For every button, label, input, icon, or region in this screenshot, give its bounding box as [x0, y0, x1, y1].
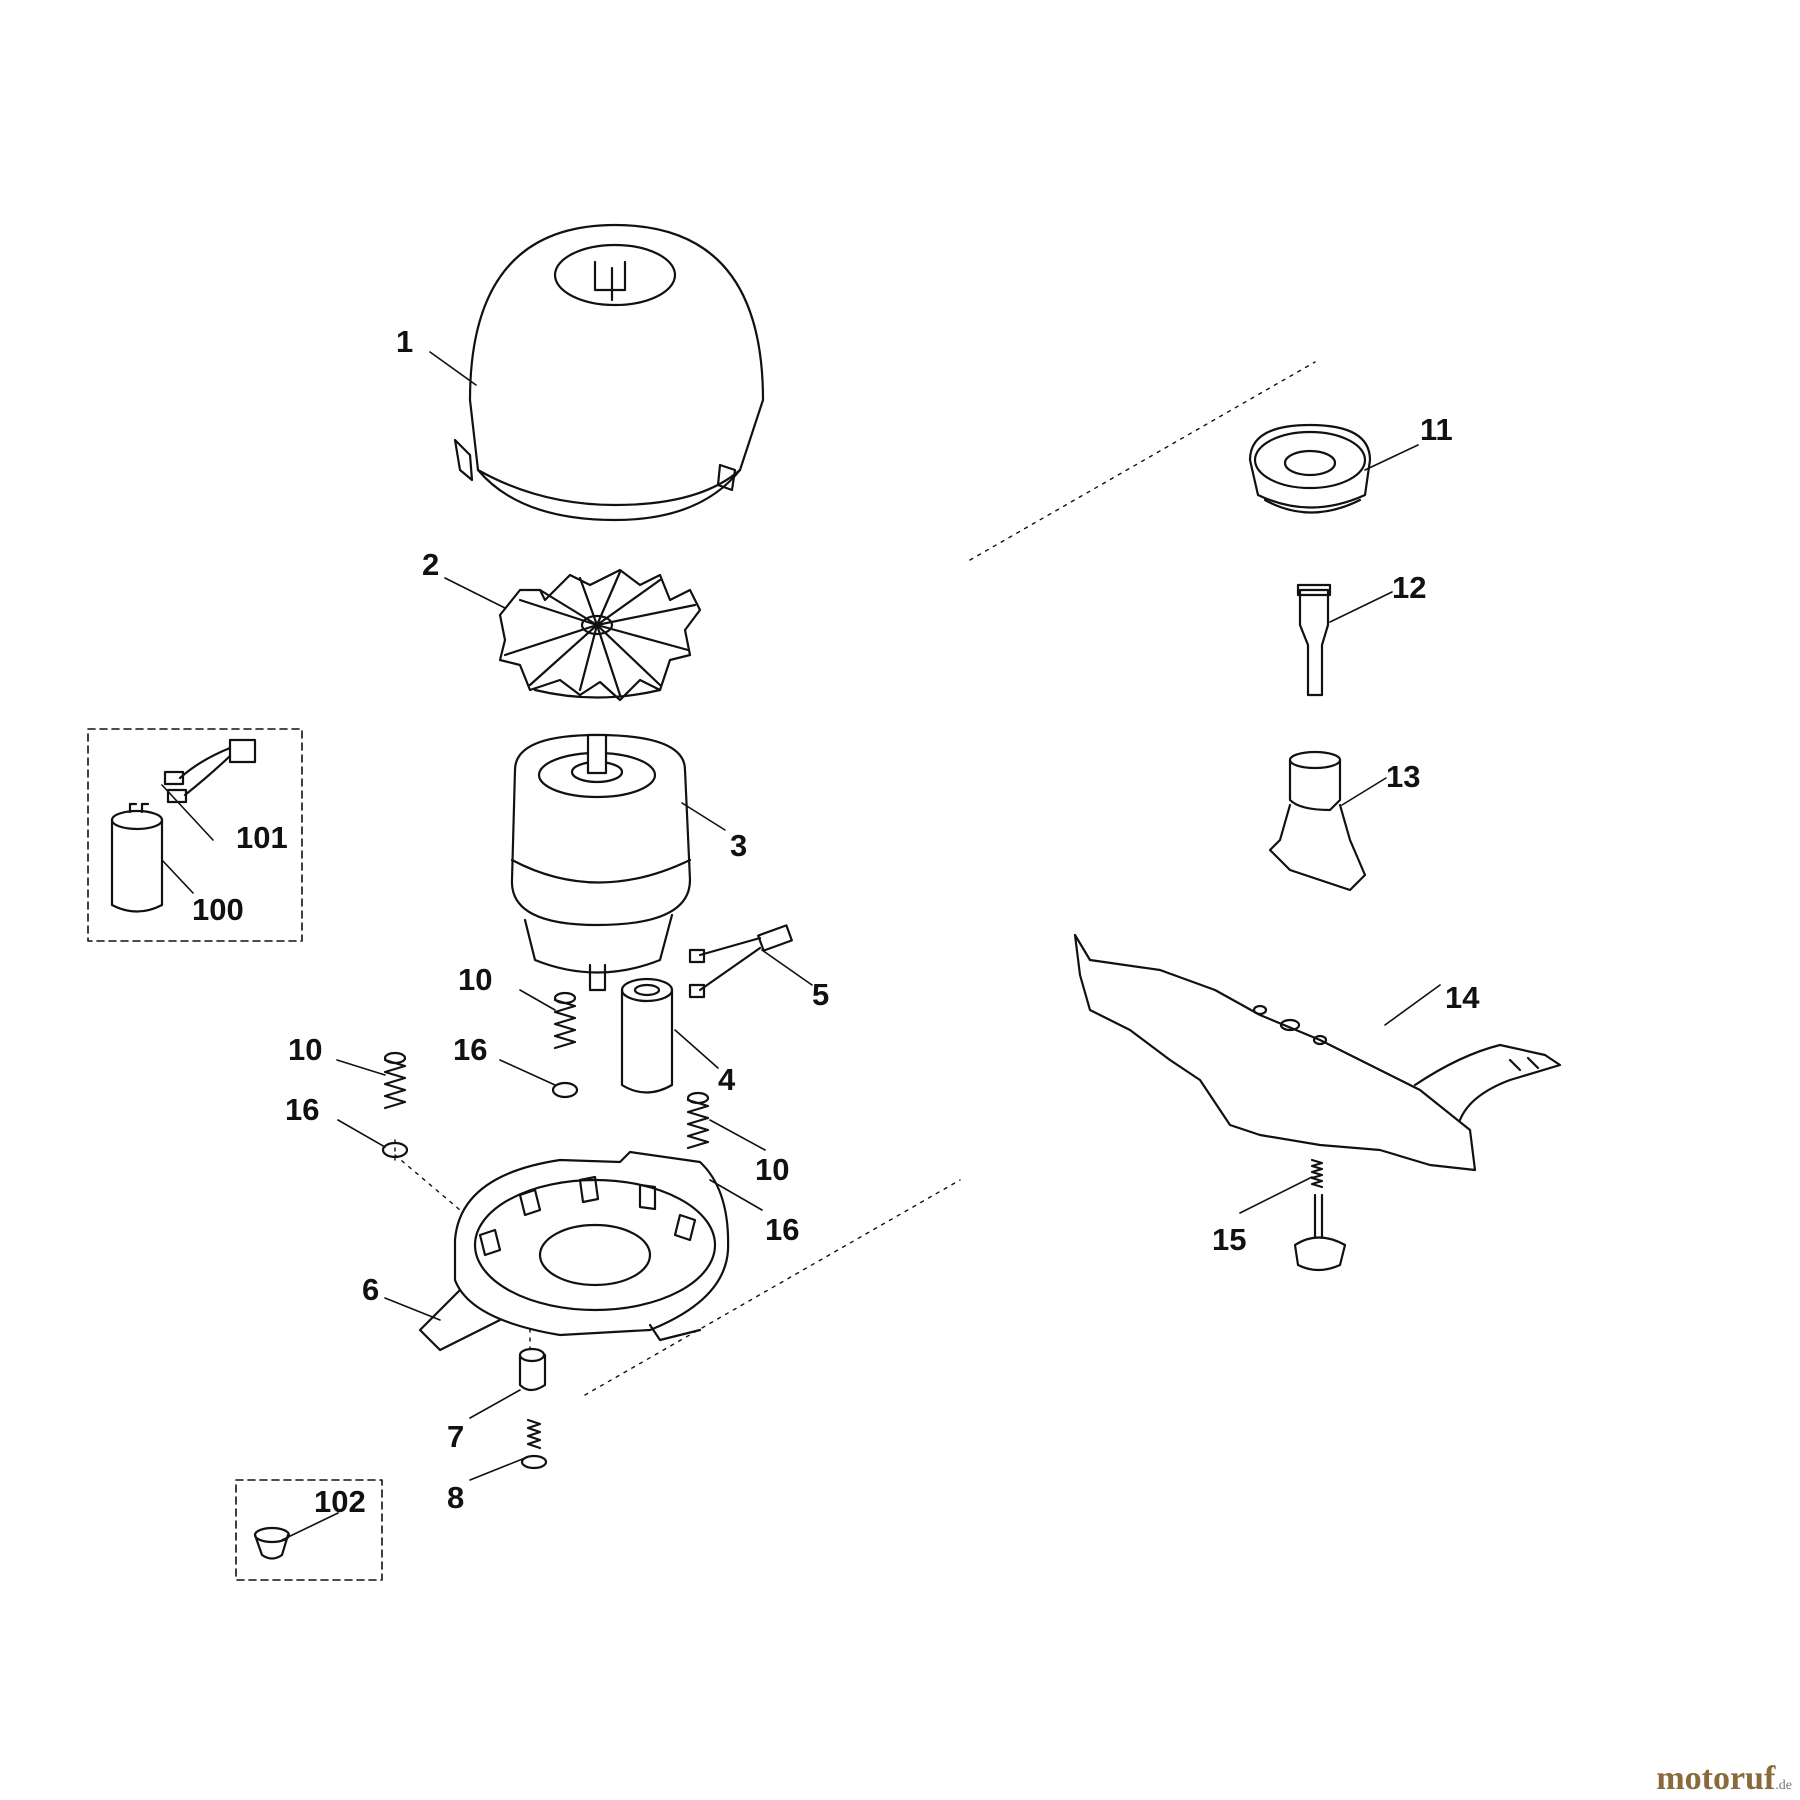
kit-box-capacitor — [87, 728, 303, 942]
part-10-spring-b — [383, 1051, 407, 1110]
label-13: 13 — [1386, 759, 1420, 794]
part-12-shaft-pin — [1296, 583, 1332, 697]
part-8-screw — [520, 1418, 548, 1470]
part-101-wire-connector — [163, 738, 257, 804]
part-100-capacitor — [110, 802, 164, 913]
label-7: 7 — [447, 1419, 464, 1454]
label-6: 6 — [362, 1272, 379, 1307]
watermark-brand: motoruf — [1656, 1760, 1776, 1797]
label-8: 8 — [447, 1480, 464, 1515]
label-4: 4 — [718, 1062, 736, 1097]
label-101: 101 — [236, 820, 288, 855]
watermark-logo: motoruf.de — [1656, 1760, 1792, 1798]
part-labels: 1 2 3 4 5 6 7 8 10 10 10 16 16 16 11 12 … — [192, 324, 1480, 1519]
label-10-b: 10 — [288, 1032, 322, 1067]
label-3: 3 — [730, 828, 747, 863]
label-16-b: 16 — [285, 1092, 319, 1127]
label-102: 102 — [314, 1484, 366, 1519]
part-10-spring-a — [553, 991, 577, 1050]
label-16-a: 16 — [453, 1032, 487, 1067]
part-13-blade-adapter — [1268, 750, 1367, 892]
label-15: 15 — [1212, 1222, 1246, 1257]
part-11-hub — [1248, 423, 1372, 514]
part-4-capacitor — [620, 977, 674, 1094]
part-16-washer-a — [551, 1081, 579, 1099]
part-16-washer-b — [381, 1141, 409, 1159]
label-5: 5 — [812, 977, 829, 1012]
label-12: 12 — [1392, 570, 1426, 605]
part-10-spring-c — [686, 1091, 710, 1150]
leader-lines — [161, 351, 1441, 1541]
part-14-blade — [1073, 933, 1562, 1172]
label-11: 11 — [1420, 412, 1453, 447]
kit-box-plug — [235, 1479, 383, 1581]
label-100: 100 — [192, 892, 244, 927]
label-16-c: 16 — [765, 1212, 799, 1247]
label-10-c: 10 — [755, 1152, 789, 1187]
part-1-motor-cover — [453, 223, 765, 522]
label-1: 1 — [396, 324, 413, 359]
watermark-suffix: .de — [1775, 1778, 1792, 1793]
label-10-a: 10 — [458, 962, 492, 997]
part-3-motor — [510, 733, 692, 992]
part-7-bushing — [518, 1347, 547, 1392]
label-2: 2 — [422, 547, 439, 582]
part-6-mount-plate — [418, 1150, 730, 1352]
part-102-plug — [253, 1526, 291, 1560]
part-15-blade-bolt — [1293, 1158, 1347, 1272]
part-2-cooling-fan — [498, 568, 702, 702]
part-5-connector — [688, 924, 793, 999]
label-14: 14 — [1445, 980, 1480, 1015]
